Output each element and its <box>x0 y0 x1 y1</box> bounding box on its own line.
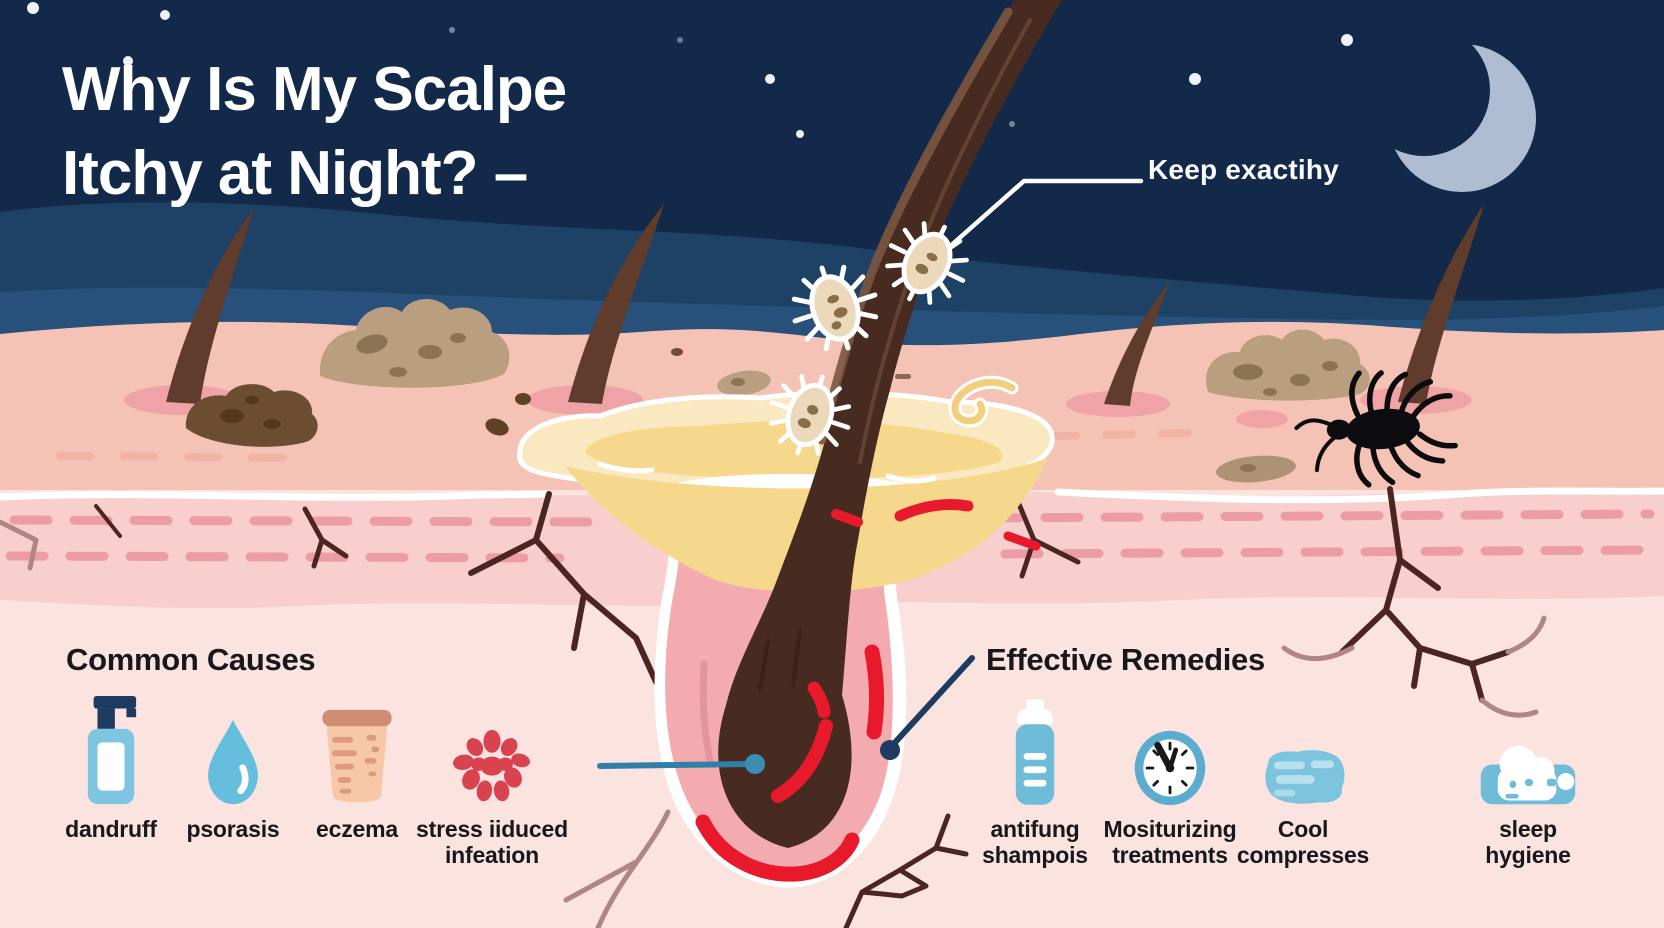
hair-strands <box>166 204 1484 406</box>
title-line-2: Itchy at Night? – <box>62 139 528 208</box>
remedy-item-moisturizing: Mositurizing treatments <box>1082 696 1258 868</box>
sebum-squiggle <box>948 375 1019 428</box>
mite-icon <box>885 221 969 305</box>
droplet-icon <box>204 696 262 808</box>
hair-highlight <box>817 7 1013 445</box>
cause-item-psorasis: psorasis <box>145 696 321 842</box>
dust-mites <box>768 221 969 457</box>
hair-strand <box>166 208 254 404</box>
star-icon <box>677 37 683 43</box>
star-icon <box>1341 34 1353 46</box>
mite-icon <box>768 373 852 457</box>
dandruff-flakes <box>185 298 1370 483</box>
stars <box>27 2 1353 138</box>
crescent-moon-icon <box>1358 24 1536 192</box>
skin-patch-icon <box>318 696 396 808</box>
cause-label: dandruff <box>65 816 157 842</box>
hair-strand <box>1398 204 1484 404</box>
mite-callout-label: Keep exactihy <box>1148 154 1339 185</box>
louse-icon <box>1294 370 1458 488</box>
bulb-streaks <box>758 628 802 692</box>
follicle-wall-shading <box>699 660 714 764</box>
star-icon <box>449 27 455 33</box>
sebum-pool <box>517 390 1055 492</box>
cause-label: eczema <box>316 816 398 842</box>
remedy-label: Mositurizing treatments <box>1103 816 1237 868</box>
cool-compress-icon <box>1258 696 1348 808</box>
clock-icon <box>1131 696 1209 808</box>
star-icon <box>796 130 804 138</box>
star-icon <box>123 56 133 66</box>
pointer-dot-right <box>880 740 900 760</box>
pointer-line-right <box>887 655 975 751</box>
remedy-item-sleep-hygiene: sleep hygiene <box>1440 696 1616 868</box>
sebum-highlights <box>597 461 937 484</box>
pointer-lines <box>597 655 975 774</box>
causes-heading: Common Causes <box>66 642 316 677</box>
remedy-label: Cool compresses <box>1236 816 1370 868</box>
cause-item-stress: stress iiduced infeation <box>404 696 580 868</box>
pointer-dot-left <box>745 754 765 774</box>
cause-item-dandruff: dandruff <box>23 696 199 842</box>
hair-strand <box>568 204 664 404</box>
inflammation-marks <box>695 498 1041 882</box>
skin-cracks <box>0 486 1547 928</box>
hair-strand <box>1104 282 1170 406</box>
remedy-item-cool-compress: Cool compresses <box>1215 696 1391 868</box>
sleep-cloud-icon <box>1473 696 1583 808</box>
callout-line <box>944 178 1144 252</box>
hair-shaft <box>718 0 1062 848</box>
remedy-label: antifung shampois <box>982 816 1088 868</box>
inflammation-cluster-icon <box>449 696 535 808</box>
title-line-1: Why Is My Scalpe <box>62 55 567 124</box>
epidermis-texture <box>5 509 1655 563</box>
star-icon <box>1189 73 1201 85</box>
page-title: Why Is My Scalpe Itchy at Night? – <box>62 48 567 216</box>
cause-item-eczema: eczema <box>269 696 445 842</box>
star-icon <box>160 10 170 20</box>
pointer-line-left <box>597 761 755 769</box>
cause-label: stress iiduced infeation <box>416 816 568 868</box>
star-icon <box>342 102 348 108</box>
cause-label: psorasis <box>186 816 280 842</box>
mite-icon <box>791 264 879 352</box>
remedies-heading: Effective Remedies <box>986 642 1265 677</box>
star-icon <box>1009 121 1015 127</box>
surface-line <box>0 487 1664 504</box>
scalp-texture <box>56 429 1194 462</box>
remedy-item-antifungal-shampoo: antifung shampois <box>947 696 1123 868</box>
pump-bottle-icon <box>82 696 140 808</box>
star-icon <box>27 2 39 14</box>
remedy-label: sleep hygiene <box>1485 816 1571 868</box>
star-icon <box>765 74 775 84</box>
shampoo-bottle-icon <box>1012 696 1058 808</box>
